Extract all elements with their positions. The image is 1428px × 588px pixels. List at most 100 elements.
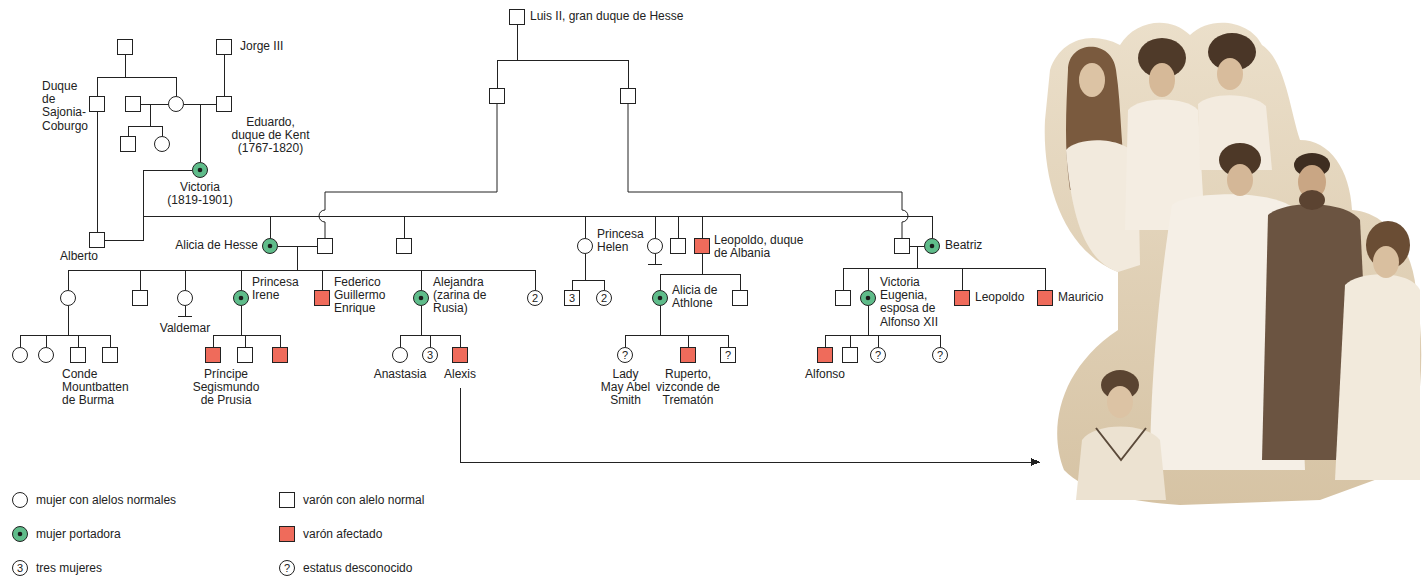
person-label: Leopoldo	[975, 291, 1024, 304]
square-symbol	[1037, 290, 1053, 306]
carrier-dot	[239, 296, 244, 301]
descent-line	[400, 306, 421, 347]
female-circle: Alejandra (zarina de Rusia)	[413, 290, 429, 306]
female-circle	[61, 291, 76, 306]
girl-face	[1079, 63, 1105, 97]
symbol-outline	[695, 239, 710, 254]
person-label: Lady May Abel Smith	[600, 368, 651, 408]
symbol-outline	[453, 348, 468, 363]
male-square	[621, 89, 636, 104]
symbol-outline	[13, 527, 28, 542]
symbol-outline	[681, 348, 696, 363]
male-square: ?	[720, 347, 736, 363]
female-circle: Victoria (1819-1901)	[192, 162, 208, 178]
square-symbol	[216, 96, 232, 112]
symbol-outline	[597, 291, 612, 306]
male-square: Federico Guillermo Enrique	[314, 290, 330, 306]
symbol-outline	[90, 233, 105, 248]
square-symbol	[817, 347, 833, 363]
person-label: Beatriz	[945, 239, 982, 252]
descent-line	[143, 170, 585, 238]
male-square: Mauricio	[1037, 290, 1053, 306]
person-label: Luis II, gran duque de Hesse	[530, 10, 683, 23]
symbol-outline	[861, 291, 876, 306]
person-label: Jorge III	[240, 40, 283, 53]
person-label: Victoria Eugenia, esposa de Alfonso XII	[880, 276, 940, 329]
boy-collar	[1096, 428, 1146, 460]
person-label: Alicia de Athlone	[672, 284, 722, 310]
count-number: 3	[564, 290, 580, 306]
circle-symbol	[413, 290, 429, 306]
symbol-outline	[565, 291, 580, 306]
circle-symbol	[577, 238, 593, 254]
legend-mark-text: ?	[279, 560, 295, 576]
female-circle: ?	[932, 347, 948, 363]
female-circle: Valdemar	[177, 290, 193, 306]
legend-text: mujer con alelos normales	[36, 492, 176, 508]
circle-symbol	[860, 290, 876, 306]
female-circle	[169, 97, 184, 112]
legend-text: varón con alelo normal	[303, 492, 424, 508]
legend-sample: ?	[279, 560, 295, 576]
symbol-outline	[193, 163, 208, 178]
girl-dress	[1335, 274, 1420, 480]
descent-line	[105, 216, 585, 240]
symbol-outline	[871, 348, 886, 363]
male-square	[490, 89, 505, 104]
square-symbol	[89, 232, 105, 248]
hesse-line	[319, 104, 908, 238]
person-label: Federico Guillermo Enrique	[334, 276, 390, 316]
male-square	[126, 97, 141, 112]
symbol-outline	[280, 561, 295, 576]
circle-symbol	[12, 526, 28, 542]
photo-ground	[1045, 23, 1422, 505]
legend-swatch	[279, 526, 295, 542]
symbol-outline	[818, 348, 833, 363]
person-label: Valdemar	[155, 322, 215, 335]
square-symbol	[102, 347, 118, 363]
symbol-outline	[13, 561, 28, 576]
legend-sample	[279, 492, 295, 508]
descent-line	[224, 55, 225, 96]
male-square	[71, 348, 86, 363]
symbol-outline	[721, 348, 736, 363]
symbol-outline	[280, 493, 295, 508]
person-label: Victoria (1819-1901)	[165, 181, 235, 207]
symbol-outline	[578, 239, 593, 254]
female-circle: ?Lady May Abel Smith	[617, 347, 633, 363]
person-label: Duque de Sajonia-Coburgo	[42, 80, 90, 133]
male-square	[133, 291, 148, 306]
legend-text: tres mujeres	[36, 560, 102, 576]
carrier-dot	[930, 244, 935, 249]
female-circle: Alicia de Athlone	[652, 290, 668, 306]
descent-line	[660, 306, 728, 347]
count-number: 2	[596, 290, 612, 306]
male-square: Alfonso	[817, 347, 833, 363]
descent-line	[105, 216, 932, 240]
square-symbol	[694, 238, 710, 254]
symbol-outline	[206, 348, 221, 363]
person-label: Conde Mountbatten de Burma	[62, 368, 134, 408]
square-symbol	[314, 290, 330, 306]
female-circle	[39, 348, 54, 363]
descent-line	[105, 216, 270, 240]
male-square: Conde Mountbatten de Burma	[102, 347, 118, 363]
male-square	[238, 348, 253, 363]
person-label: Alexis	[430, 368, 490, 381]
person-label: Alfonso	[795, 368, 855, 381]
male-square: Luis II, gran duque de Hesse	[509, 9, 525, 25]
status-mark: ?	[617, 347, 633, 363]
symbol-outline	[217, 97, 232, 112]
male-square: Duque de Sajonia-Coburgo	[89, 96, 105, 112]
legend-text: estatus desconocido	[303, 560, 412, 576]
descent-line	[143, 170, 270, 238]
symbol-outline	[528, 291, 543, 306]
square-symbol	[216, 39, 232, 55]
person-label: Príncipe Segismundo de Prusia	[191, 368, 261, 408]
female-circle: 2	[596, 290, 612, 306]
descent-line	[97, 112, 98, 232]
female-circle	[155, 137, 170, 152]
legend-sample	[12, 526, 28, 542]
symbol-outline	[618, 348, 633, 363]
